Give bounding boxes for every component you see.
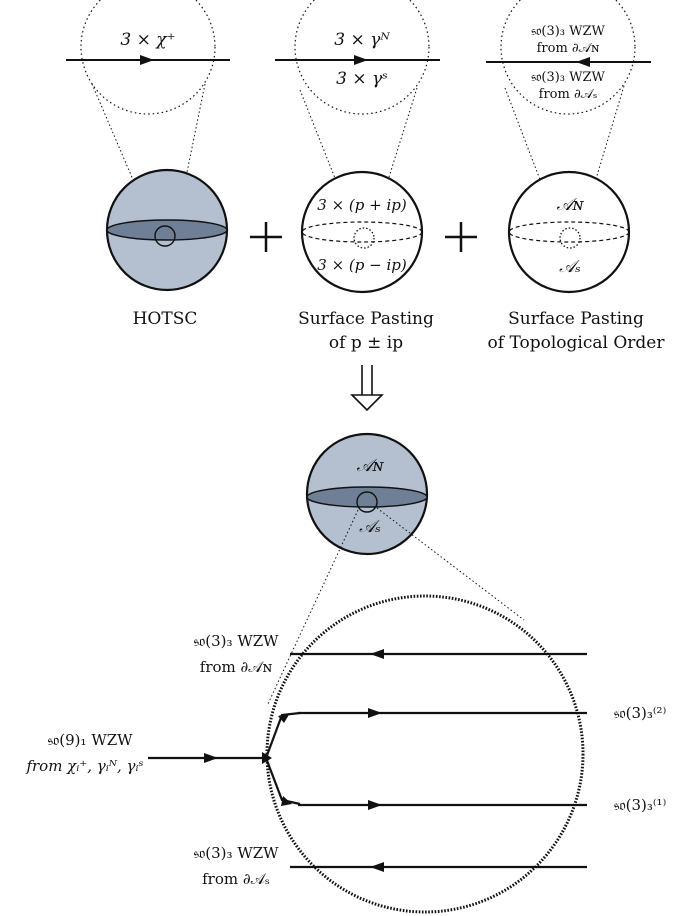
label-south-boundary-1: 𝔰𝔬(3)₃ WZW	[193, 844, 279, 862]
zoom-circle-bottom	[265, 594, 585, 914]
point-circle-hotsc	[154, 225, 176, 247]
label-out-lower: 𝔰𝔬(3)₃⁽¹⁾	[614, 796, 667, 814]
caption-topo-line1: Surface Pasting	[508, 309, 644, 329]
edge-arrow-hotsc	[140, 55, 154, 65]
panel-hotsc: 3 × χ⁺ HOTSC	[66, 0, 230, 329]
equator-pip	[301, 221, 423, 243]
caption-hotsc: HOTSC	[133, 309, 198, 329]
point-circle-topo	[559, 227, 581, 249]
zoom-label-topo-1: 𝔰𝔬(3)₃ WZW	[531, 24, 605, 39]
edge-arrow-topo	[576, 57, 590, 67]
label-so9-1: 𝔰𝔬(9)₁ WZW	[47, 731, 133, 749]
label-north-boundary-1: 𝔰𝔬(3)₃ WZW	[193, 632, 279, 650]
label-so9-2: from χᵢ⁺, γᵢᴺ, γᵢˢ	[25, 757, 143, 775]
cone-right-combined	[376, 507, 525, 621]
edge-arrow-south	[370, 862, 384, 872]
plus-sign-1	[250, 222, 282, 252]
surface-label-topo-north: 𝒜ɴ	[556, 195, 584, 215]
plus-sign-2	[445, 222, 477, 252]
panel-pip: 3 × γᴺ 3 × γˢ 3 × (p + ip) 3 × (p − ip) …	[275, 0, 440, 353]
combined-sphere: 𝒜ɴ 𝒜ₛ	[305, 432, 429, 556]
surface-label-topo-south: 𝒜ₛ	[559, 257, 581, 277]
sphere-pip	[300, 170, 424, 294]
edge-arrow-north	[370, 649, 384, 659]
edge-arrow-out-lower	[368, 800, 382, 810]
caption-pip-line1: Surface Pasting	[298, 309, 434, 329]
label-out-upper: 𝔰𝔬(3)₃⁽²⁾	[614, 704, 667, 722]
surface-label-pip-north: 3 × (p + ip)	[317, 196, 407, 214]
branch-lower-arrow	[281, 796, 292, 806]
branch-lower	[264, 757, 301, 806]
cone-left-pip	[299, 89, 357, 232]
edge-arrow-so9	[204, 753, 218, 763]
zoom-circle-hotsc	[80, 0, 216, 115]
equator-hotsc	[106, 219, 228, 241]
label-north-boundary-2: from ∂𝒜ɴ	[200, 658, 273, 676]
zoom-label-hotsc: 3 × χ⁺	[120, 30, 175, 50]
combined-label-north: 𝒜ɴ	[356, 456, 384, 476]
bottom-zoom	[148, 594, 587, 914]
label-south-boundary-2: from ∂𝒜ₛ	[202, 870, 270, 888]
caption-pip-line2: of p ± ip	[329, 333, 403, 353]
point-circle-pip	[353, 227, 375, 249]
branch-node	[262, 752, 272, 764]
zoom-label-topo-2: from ∂𝒜ɴ	[537, 41, 600, 56]
combined-label-south: 𝒜ₛ	[359, 517, 381, 537]
zoom-circle-pip	[294, 0, 430, 115]
zoom-label-topo-4: from ∂𝒜ₛ	[539, 87, 598, 102]
edge-arrow-out-upper	[368, 708, 382, 718]
caption-topo-line2: of Topological Order	[488, 333, 666, 353]
branch-upper-arrow	[278, 713, 290, 723]
surface-label-pip-south: 3 × (p − ip)	[317, 256, 407, 274]
cone-right-topo	[579, 85, 625, 233]
edge-arrow-pip	[354, 55, 368, 65]
zoom-label-pip-south: 3 × γˢ	[336, 69, 388, 89]
zoom-label-topo-3: 𝔰𝔬(3)₃ WZW	[531, 70, 605, 85]
zoom-label-pip-north: 3 × γᴺ	[334, 30, 390, 50]
cone-left-combined	[266, 509, 359, 707]
equator-topo	[508, 221, 630, 243]
point-circle-combined	[356, 491, 378, 513]
zoom-circle-topo	[500, 0, 636, 115]
implies-arrow	[350, 365, 384, 412]
panel-topo: 𝔰𝔬(3)₃ WZW from ∂𝒜ɴ 𝔰𝔬(3)₃ WZW from ∂𝒜ₛ …	[486, 0, 665, 353]
equator-combined	[306, 486, 428, 508]
